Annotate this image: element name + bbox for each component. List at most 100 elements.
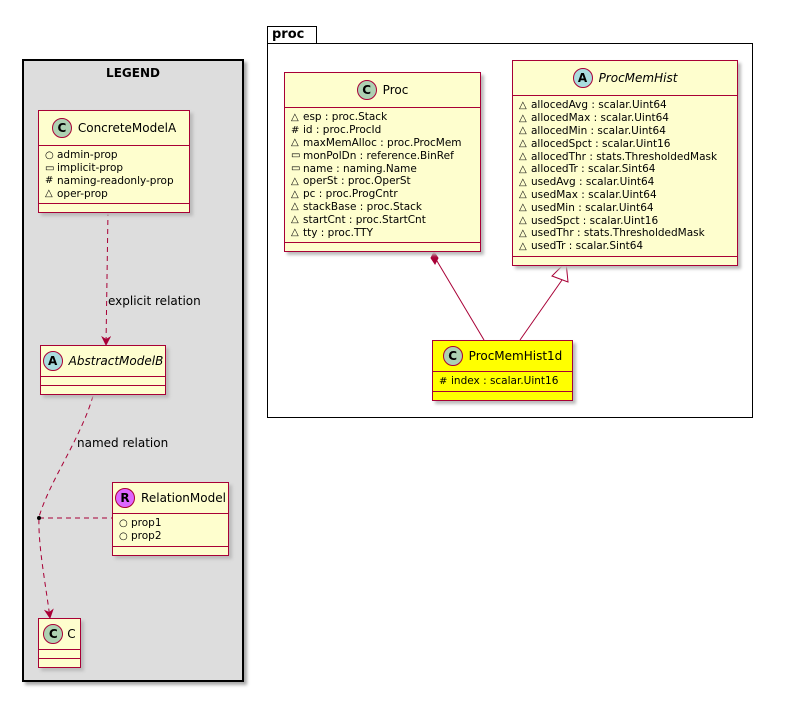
visibility-icon: △ xyxy=(291,175,299,187)
association-point xyxy=(37,516,41,520)
attribute-row: #id : proc.ProcId xyxy=(291,124,474,137)
class-attributes xyxy=(41,377,165,386)
class-badge-icon: C xyxy=(356,80,377,100)
class-concrete-model-a[interactable]: C ConcreteModelA ○admin-prop ▭implicit-p… xyxy=(38,110,190,214)
class-abstract-model-b[interactable]: A AbstractModelB xyxy=(40,345,166,395)
class-methods xyxy=(39,659,80,667)
attribute-text: allocedMin : scalar.Uint64 xyxy=(531,124,666,137)
attribute-row: △ usedThr : stats.ThresholdedMask xyxy=(519,227,731,240)
attribute-text: monPolDn : reference.BinRef xyxy=(303,149,454,162)
visibility-icon: # xyxy=(291,124,300,136)
class-methods xyxy=(39,204,189,212)
attribute-text: oper-prop xyxy=(57,187,108,200)
class-header: C C xyxy=(39,619,80,650)
class-badge-icon: A xyxy=(42,351,63,371)
attribute-row: ▭name : naming.Name xyxy=(291,162,474,175)
attribute-text: allocedMax : scalar.Uint64 xyxy=(531,112,669,125)
attribute-row: △allocedSpct : scalar.Uint16 xyxy=(519,137,731,150)
attribute-row: ▭implicit-prop xyxy=(45,162,183,175)
class-proc[interactable]: C Proc △esp : proc.Stack #id : proc.Proc… xyxy=(284,72,481,252)
visibility-icon: # xyxy=(439,375,448,387)
class-attributes: △esp : proc.Stack #id : proc.ProcId △max… xyxy=(285,108,480,243)
visibility-icon: △ xyxy=(291,214,299,226)
class-relation-model[interactable]: R RelationModel ○prop1 ○prop2 xyxy=(112,482,229,556)
class-header: A ProcMemHist xyxy=(513,61,737,96)
visibility-icon: △ xyxy=(291,137,299,149)
class-header: R RelationModel xyxy=(113,483,228,514)
class-badge-icon: C xyxy=(442,346,463,366)
visibility-icon: △ xyxy=(519,125,527,137)
attribute-row: △allocedMax : scalar.Uint64 xyxy=(519,112,731,125)
visibility-icon: △ xyxy=(519,202,527,214)
class-procmemhist1d[interactable]: C ProcMemHist1d #index : scalar.Uint16 xyxy=(432,340,573,401)
class-methods xyxy=(41,386,165,394)
attribute-text: allocedAvg : scalar.Uint64 xyxy=(531,99,667,112)
visibility-icon: ○ xyxy=(119,517,128,529)
attribute-row: ▭monPolDn : reference.BinRef xyxy=(291,149,474,162)
attribute-text: maxMemAlloc : proc.ProcMem xyxy=(303,136,462,149)
attribute-row: △ usedAvg : scalar.Uint64 xyxy=(519,176,731,189)
attribute-text: index : scalar.Uint16 xyxy=(451,375,559,388)
attribute-row: #naming-readonly-prop xyxy=(45,175,183,188)
attribute-row: △ allocedMin : scalar.Uint64 xyxy=(519,125,731,138)
class-attributes xyxy=(39,650,80,659)
class-name: AbstractModelB xyxy=(68,354,164,368)
visibility-icon: ○ xyxy=(45,149,54,161)
attribute-row: ○prop1 xyxy=(119,517,222,530)
visibility-icon: ○ xyxy=(119,530,128,542)
class-name: RelationModel xyxy=(141,491,226,505)
attribute-row: △ usedTr : scalar.Sint64 xyxy=(519,240,731,253)
visibility-icon: △ xyxy=(291,111,299,123)
class-badge-icon: A xyxy=(572,68,593,88)
class-methods xyxy=(513,257,737,265)
class-badge-icon: C xyxy=(43,624,64,644)
attribute-row: △tty : proc.TTY xyxy=(291,226,474,239)
class-attributes: #index : scalar.Uint16 xyxy=(433,372,572,392)
attribute-text: stackBase : proc.Stack xyxy=(303,200,423,213)
class-c[interactable]: C C xyxy=(38,618,81,668)
legend-title: LEGEND xyxy=(106,66,160,80)
visibility-icon: △ xyxy=(291,201,299,213)
attribute-row: △allocedThr : stats.ThresholdedMask xyxy=(519,150,731,163)
attribute-row: #index : scalar.Uint16 xyxy=(439,375,566,388)
class-methods xyxy=(285,243,480,251)
visibility-icon: △ xyxy=(519,227,527,239)
visibility-icon: △ xyxy=(519,163,527,175)
attribute-row: △ stackBase : proc.Stack xyxy=(291,201,474,214)
attribute-text: naming-readonly-prop xyxy=(57,174,174,187)
class-header: C ProcMemHist1d xyxy=(433,341,572,372)
attribute-row: △allocedTr : scalar.Sint64 xyxy=(519,163,731,176)
class-header: C ConcreteModelA xyxy=(39,111,189,146)
class-procmemhist[interactable]: A ProcMemHist △ allocedAvg : scalar.Uint6… xyxy=(512,60,738,266)
visibility-icon: △ xyxy=(519,176,527,188)
attribute-row: ○prop2 xyxy=(119,530,222,543)
class-attributes: ○admin-prop ▭implicit-prop #naming-reado… xyxy=(39,146,189,205)
attribute-text: admin-prop xyxy=(57,149,118,162)
class-badge-icon: R xyxy=(115,488,136,508)
attribute-text: usedThr : stats.ThresholdedMask xyxy=(531,227,705,240)
class-methods xyxy=(433,392,572,400)
package-tab: proc xyxy=(267,26,317,44)
attribute-text: usedSpct : scalar.Uint16 xyxy=(531,214,659,227)
visibility-icon: ▭ xyxy=(291,150,301,162)
attribute-text: usedTr : scalar.Sint64 xyxy=(531,240,644,253)
attribute-text: usedAvg : scalar.Uint64 xyxy=(531,176,655,189)
attribute-text: pc : proc.ProgCntr xyxy=(303,188,398,201)
attribute-row: △ operSt : proc.OperSt xyxy=(291,175,474,188)
attribute-text: usedMax : scalar.Uint64 xyxy=(531,188,657,201)
composition-diamond xyxy=(430,251,439,265)
class-header: C Proc xyxy=(285,73,480,108)
attribute-row: ○admin-prop xyxy=(45,149,183,162)
class-attributes: ○prop1 ○prop2 xyxy=(113,514,228,547)
named-relation-label: named relation xyxy=(77,436,169,450)
attribute-text: operSt : proc.OperSt xyxy=(303,175,411,188)
visibility-icon: △ xyxy=(519,240,527,252)
visibility-icon: △ xyxy=(519,151,527,163)
visibility-icon: △ xyxy=(519,189,527,201)
attribute-text: startCnt : proc.StartCnt xyxy=(303,213,426,226)
visibility-icon: △ xyxy=(519,138,527,150)
class-name: Proc xyxy=(382,83,409,97)
inheritance-triangle xyxy=(551,260,569,283)
class-name: C xyxy=(67,627,76,641)
